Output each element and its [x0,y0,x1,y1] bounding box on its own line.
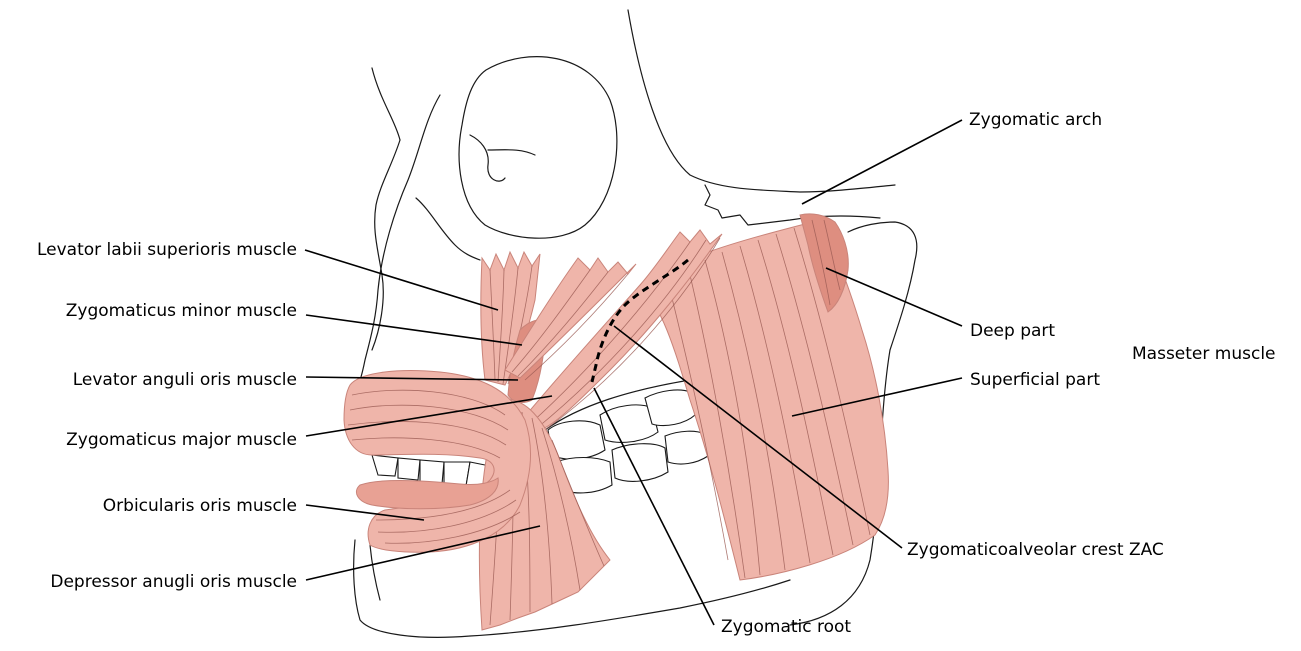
frontal-bone-outline [372,68,400,140]
molar [612,444,668,482]
nasal-outline [352,95,440,400]
label-levator-anguli-oris: Levator anguli oris muscle [73,370,297,390]
labels: Levator labii superioris muscle Zygomati… [37,110,1276,637]
orbit-outline [459,57,617,239]
label-superficial-part: Superficial part [970,370,1100,390]
label-zygomaticoalveolar-crest: Zygomaticoalveolar crest ZAC [907,540,1164,560]
temporal-outline [628,10,895,192]
molar [645,390,695,426]
zygomatic-arch-outline [705,185,880,225]
label-depressor-anguli-oris: Depressor anugli oris muscle [50,572,297,592]
upper-tooth [398,458,420,480]
label-orbicularis-oris: Orbicularis oris muscle [103,496,297,516]
label-zygomaticus-minor: Zygomaticus minor muscle [66,301,297,321]
chin-outline [370,545,380,600]
label-zygomatic-arch: Zygomatic arch [969,110,1102,130]
upper-tooth [420,460,444,484]
leader-zygomatic-arch [802,120,962,204]
label-deep-part: Deep part [970,321,1055,341]
label-zygomatic-root: Zygomatic root [721,617,851,637]
orbit-fissure [470,135,535,181]
leader-levator-labii [305,250,498,310]
label-zygomaticus-major: Zygomaticus major muscle [66,430,297,450]
label-levator-labii-superioris: Levator labii superioris muscle [37,240,297,260]
upper-tooth [372,455,398,476]
label-masseter-muscle: Masseter muscle [1132,344,1276,364]
